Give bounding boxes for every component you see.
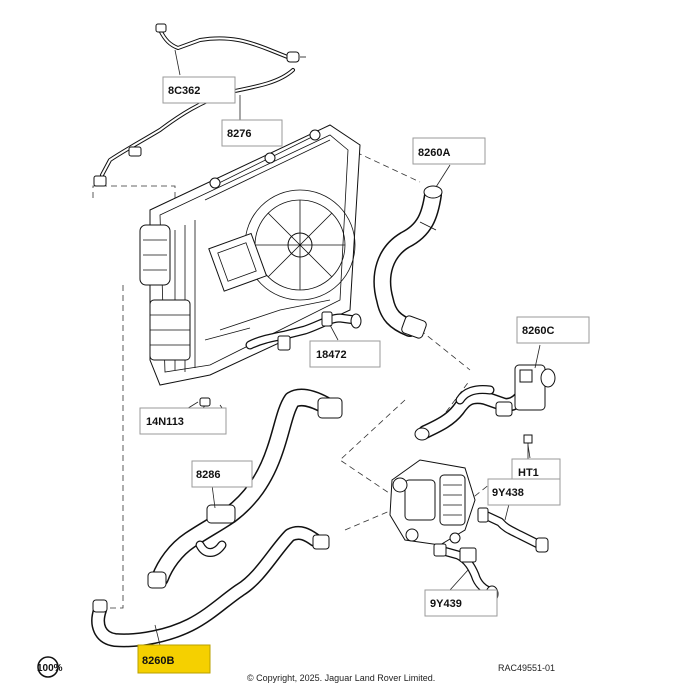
- callout-8260a[interactable]: 8260A: [412, 137, 486, 165]
- callout-8260c-text: 8260C: [522, 325, 554, 337]
- callout-8260b[interactable]: 8260B: [137, 644, 211, 674]
- hose-8276: [93, 68, 295, 187]
- callout-8276[interactable]: 8276: [221, 119, 283, 147]
- callout-8276-text: 8276: [227, 128, 251, 140]
- leader-lines: [154, 49, 541, 646]
- hose-8286: [147, 388, 343, 589]
- callout-9y438-text: 9Y438: [492, 487, 524, 499]
- callout-14n113-text: 14N113: [146, 416, 184, 428]
- hose-8260b: [91, 525, 330, 648]
- hose-8c362: [155, 23, 306, 63]
- hose-18472: [245, 311, 362, 351]
- callout-9y439[interactable]: 9Y439: [424, 589, 498, 617]
- callout-9y438[interactable]: 9Y438: [487, 478, 561, 506]
- callout-18472-text: 18472: [316, 349, 347, 361]
- figure-reference: RAC49551-01: [498, 663, 555, 673]
- zoom-indicator[interactable]: 100%: [37, 656, 63, 678]
- callout-8286-text: 8286: [196, 469, 220, 481]
- hose-8260c: [414, 364, 556, 441]
- zoom-level-text: 100%: [37, 663, 63, 674]
- callout-8260b-text: 8260B: [142, 655, 174, 667]
- callout-14n113[interactable]: 14N113: [139, 407, 227, 435]
- callout-ht1-text: HT1: [518, 467, 539, 479]
- hose-8260a: [373, 185, 443, 339]
- callout-8c362-text: 8C362: [168, 85, 200, 97]
- callout-9y439-text: 9Y439: [430, 598, 462, 610]
- copyright-text: © Copyright, 2025. Jaguar Land Rover Lim…: [247, 673, 435, 683]
- pump-housing: [389, 459, 476, 546]
- callout-8260a-text: 8260A: [418, 147, 450, 159]
- radiator-assembly: [139, 124, 361, 386]
- pipe-9y438: [477, 507, 549, 553]
- callout-8286[interactable]: 8286: [191, 460, 253, 488]
- callout-8c362[interactable]: 8C362: [162, 76, 236, 104]
- callout-8260c[interactable]: 8260C: [516, 316, 590, 344]
- callout-18472[interactable]: 18472: [309, 340, 381, 368]
